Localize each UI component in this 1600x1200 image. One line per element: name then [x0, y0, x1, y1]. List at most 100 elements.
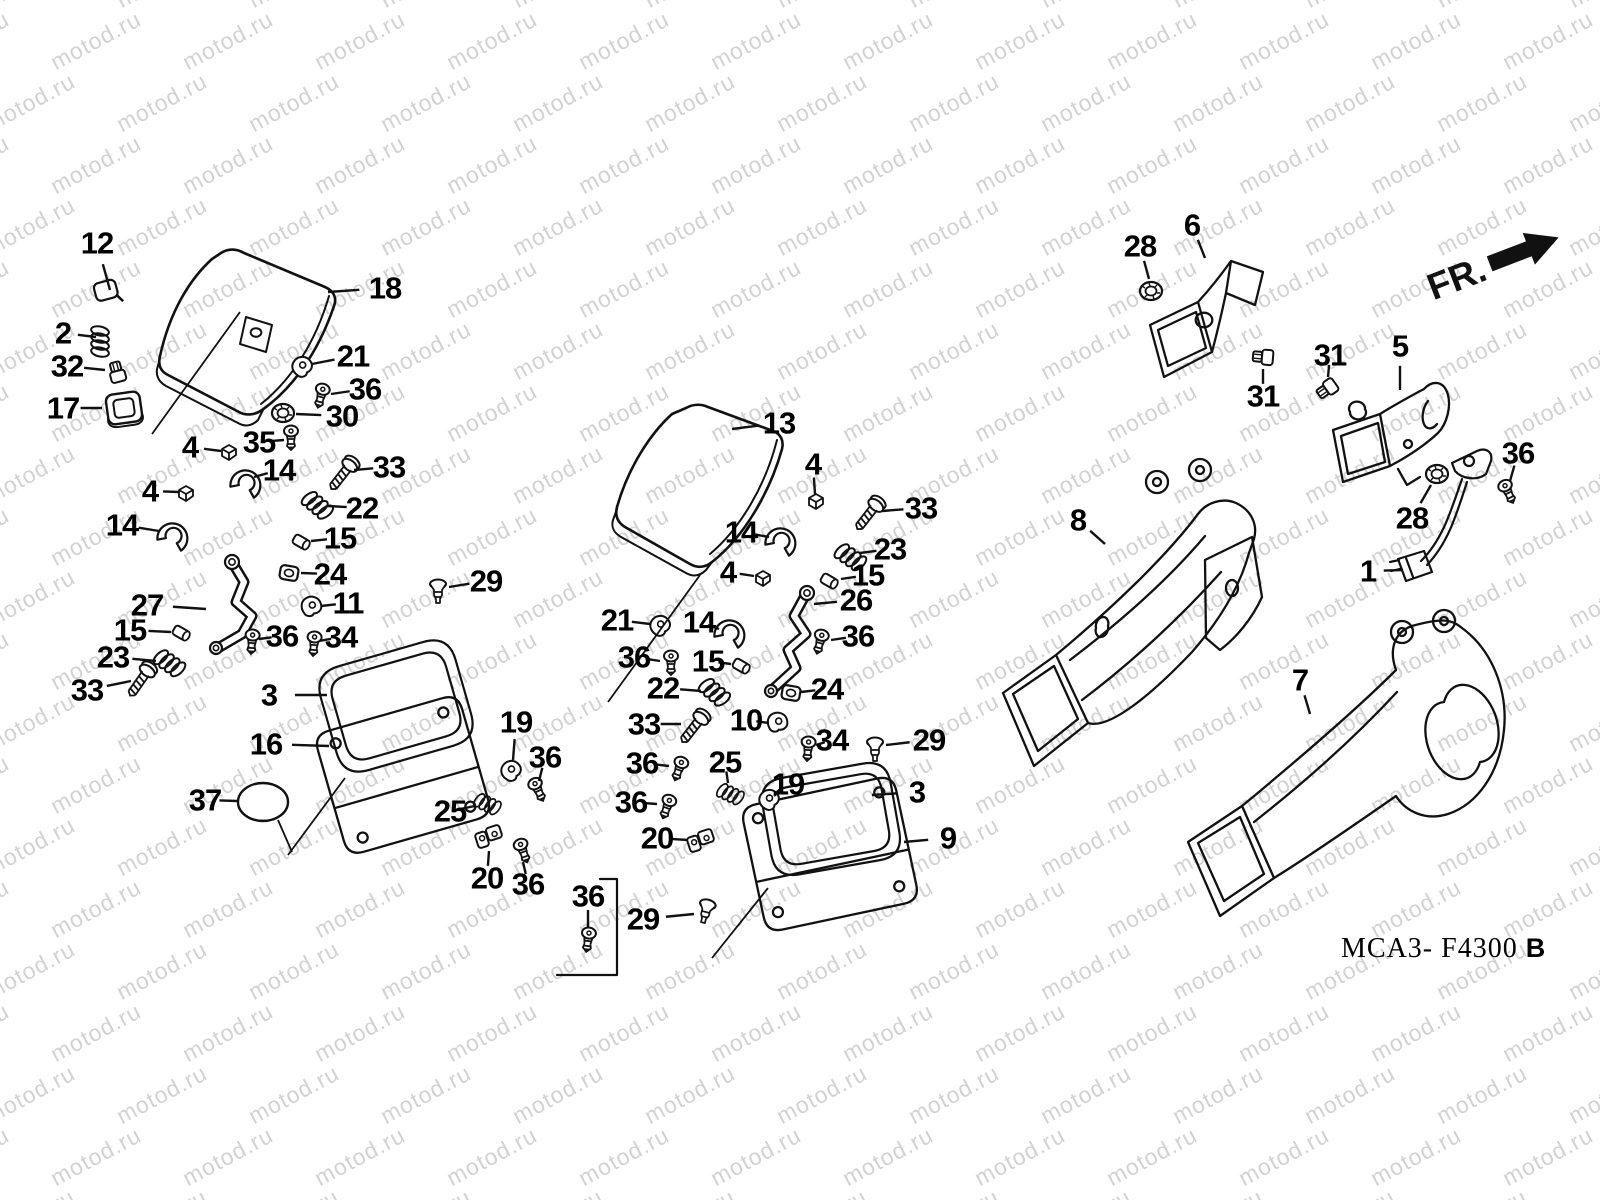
plug-part	[106, 359, 128, 385]
leader-line	[295, 412, 322, 417]
leader-line	[1508, 465, 1516, 482]
latch-part	[472, 823, 505, 850]
pointer-line	[277, 819, 293, 853]
spring-part	[830, 538, 871, 576]
cyl-part	[818, 571, 841, 591]
leader-line	[258, 636, 272, 641]
meter-lid-13-outline	[614, 403, 784, 569]
meter-case-16	[315, 696, 491, 854]
leader-line	[813, 600, 838, 606]
leader-line	[1142, 260, 1151, 280]
cyl-part	[170, 623, 193, 643]
pointer-line	[287, 777, 346, 856]
screw-part	[525, 774, 551, 805]
plug-part	[1251, 347, 1275, 367]
leader-line	[318, 637, 332, 643]
screw-part	[283, 424, 299, 451]
leader-line	[739, 572, 755, 578]
leader-line	[1303, 694, 1312, 715]
grommet-part	[1138, 280, 1164, 302]
hardware-layer	[89, 276, 1521, 954]
clip-part	[227, 464, 267, 500]
eyelet	[208, 640, 224, 656]
leader-line	[840, 575, 857, 581]
group-bracket-line	[555, 877, 619, 977]
air-duct-8	[1001, 457, 1264, 768]
eyelet-hole	[767, 687, 775, 695]
rivet-part	[694, 896, 718, 926]
screw-part	[511, 835, 535, 866]
leader-line	[718, 661, 732, 666]
cyl-part	[730, 656, 753, 676]
leader-line	[253, 471, 269, 479]
leader-line	[1196, 239, 1207, 259]
eyelet-hole	[228, 558, 236, 566]
leader-line	[859, 549, 877, 555]
leader-line	[511, 739, 516, 761]
pointer-line	[711, 887, 769, 959]
meter-case-9	[742, 776, 918, 932]
spring-part	[694, 673, 735, 712]
leader-line	[77, 333, 97, 339]
screw-part	[655, 791, 679, 822]
leader-line	[642, 801, 658, 806]
fr-arrow-icon	[1486, 232, 1559, 272]
leader-line	[163, 490, 180, 494]
leader-line	[320, 603, 336, 608]
gasket-3-left	[318, 639, 474, 773]
bolt-part	[323, 452, 364, 496]
leader-line	[311, 358, 335, 366]
leader-line	[327, 504, 347, 509]
leader-line	[132, 657, 157, 663]
eyelet-hole	[212, 644, 220, 652]
rivet-part	[429, 578, 447, 604]
leader-line	[1326, 364, 1331, 378]
fr-indicator: FR.	[1422, 232, 1559, 308]
air-duct-6	[1148, 259, 1265, 379]
meter-lid-13-edge	[611, 439, 778, 577]
cube-part	[178, 485, 194, 502]
leader-line	[300, 571, 317, 575]
rivet-part	[866, 736, 884, 762]
leader-line	[203, 447, 222, 453]
leader-line	[885, 741, 910, 747]
leader-line	[680, 688, 702, 693]
screw-part	[304, 629, 324, 658]
leader-line	[756, 720, 770, 725]
leader-line	[138, 526, 160, 533]
leader-line	[1089, 529, 1106, 545]
leader-line	[1383, 568, 1404, 572]
eyelet	[798, 584, 816, 602]
grommet-part	[270, 402, 296, 424]
eyelet	[223, 553, 241, 571]
cyl-part	[290, 532, 313, 552]
diagram-code-revision: B	[1525, 933, 1547, 963]
leader-line	[815, 741, 826, 747]
leader-line	[270, 438, 285, 443]
latch-part	[684, 827, 717, 854]
air-duct-7	[1186, 608, 1506, 918]
leader-line	[800, 689, 816, 694]
leader-line	[903, 838, 929, 844]
leader-line	[871, 792, 897, 797]
meter-lid-18-latch	[239, 316, 273, 353]
bolt-part	[849, 492, 890, 536]
screw-part	[809, 627, 831, 657]
meter-lid-18-outline	[157, 248, 337, 416]
leader-line	[830, 636, 847, 642]
plug-part	[1313, 376, 1341, 402]
leader-line	[645, 657, 661, 663]
leader-line	[486, 850, 491, 866]
leader-line	[521, 861, 527, 875]
leader-line	[773, 788, 783, 797]
leader-line	[881, 508, 904, 513]
spring-part	[149, 644, 190, 682]
leader-line	[537, 767, 544, 782]
leader-line	[101, 263, 112, 291]
leader-line	[291, 743, 330, 748]
leader-line	[725, 771, 730, 784]
spring-part	[89, 323, 111, 360]
leader-line	[707, 624, 720, 631]
nut-part	[779, 683, 803, 703]
